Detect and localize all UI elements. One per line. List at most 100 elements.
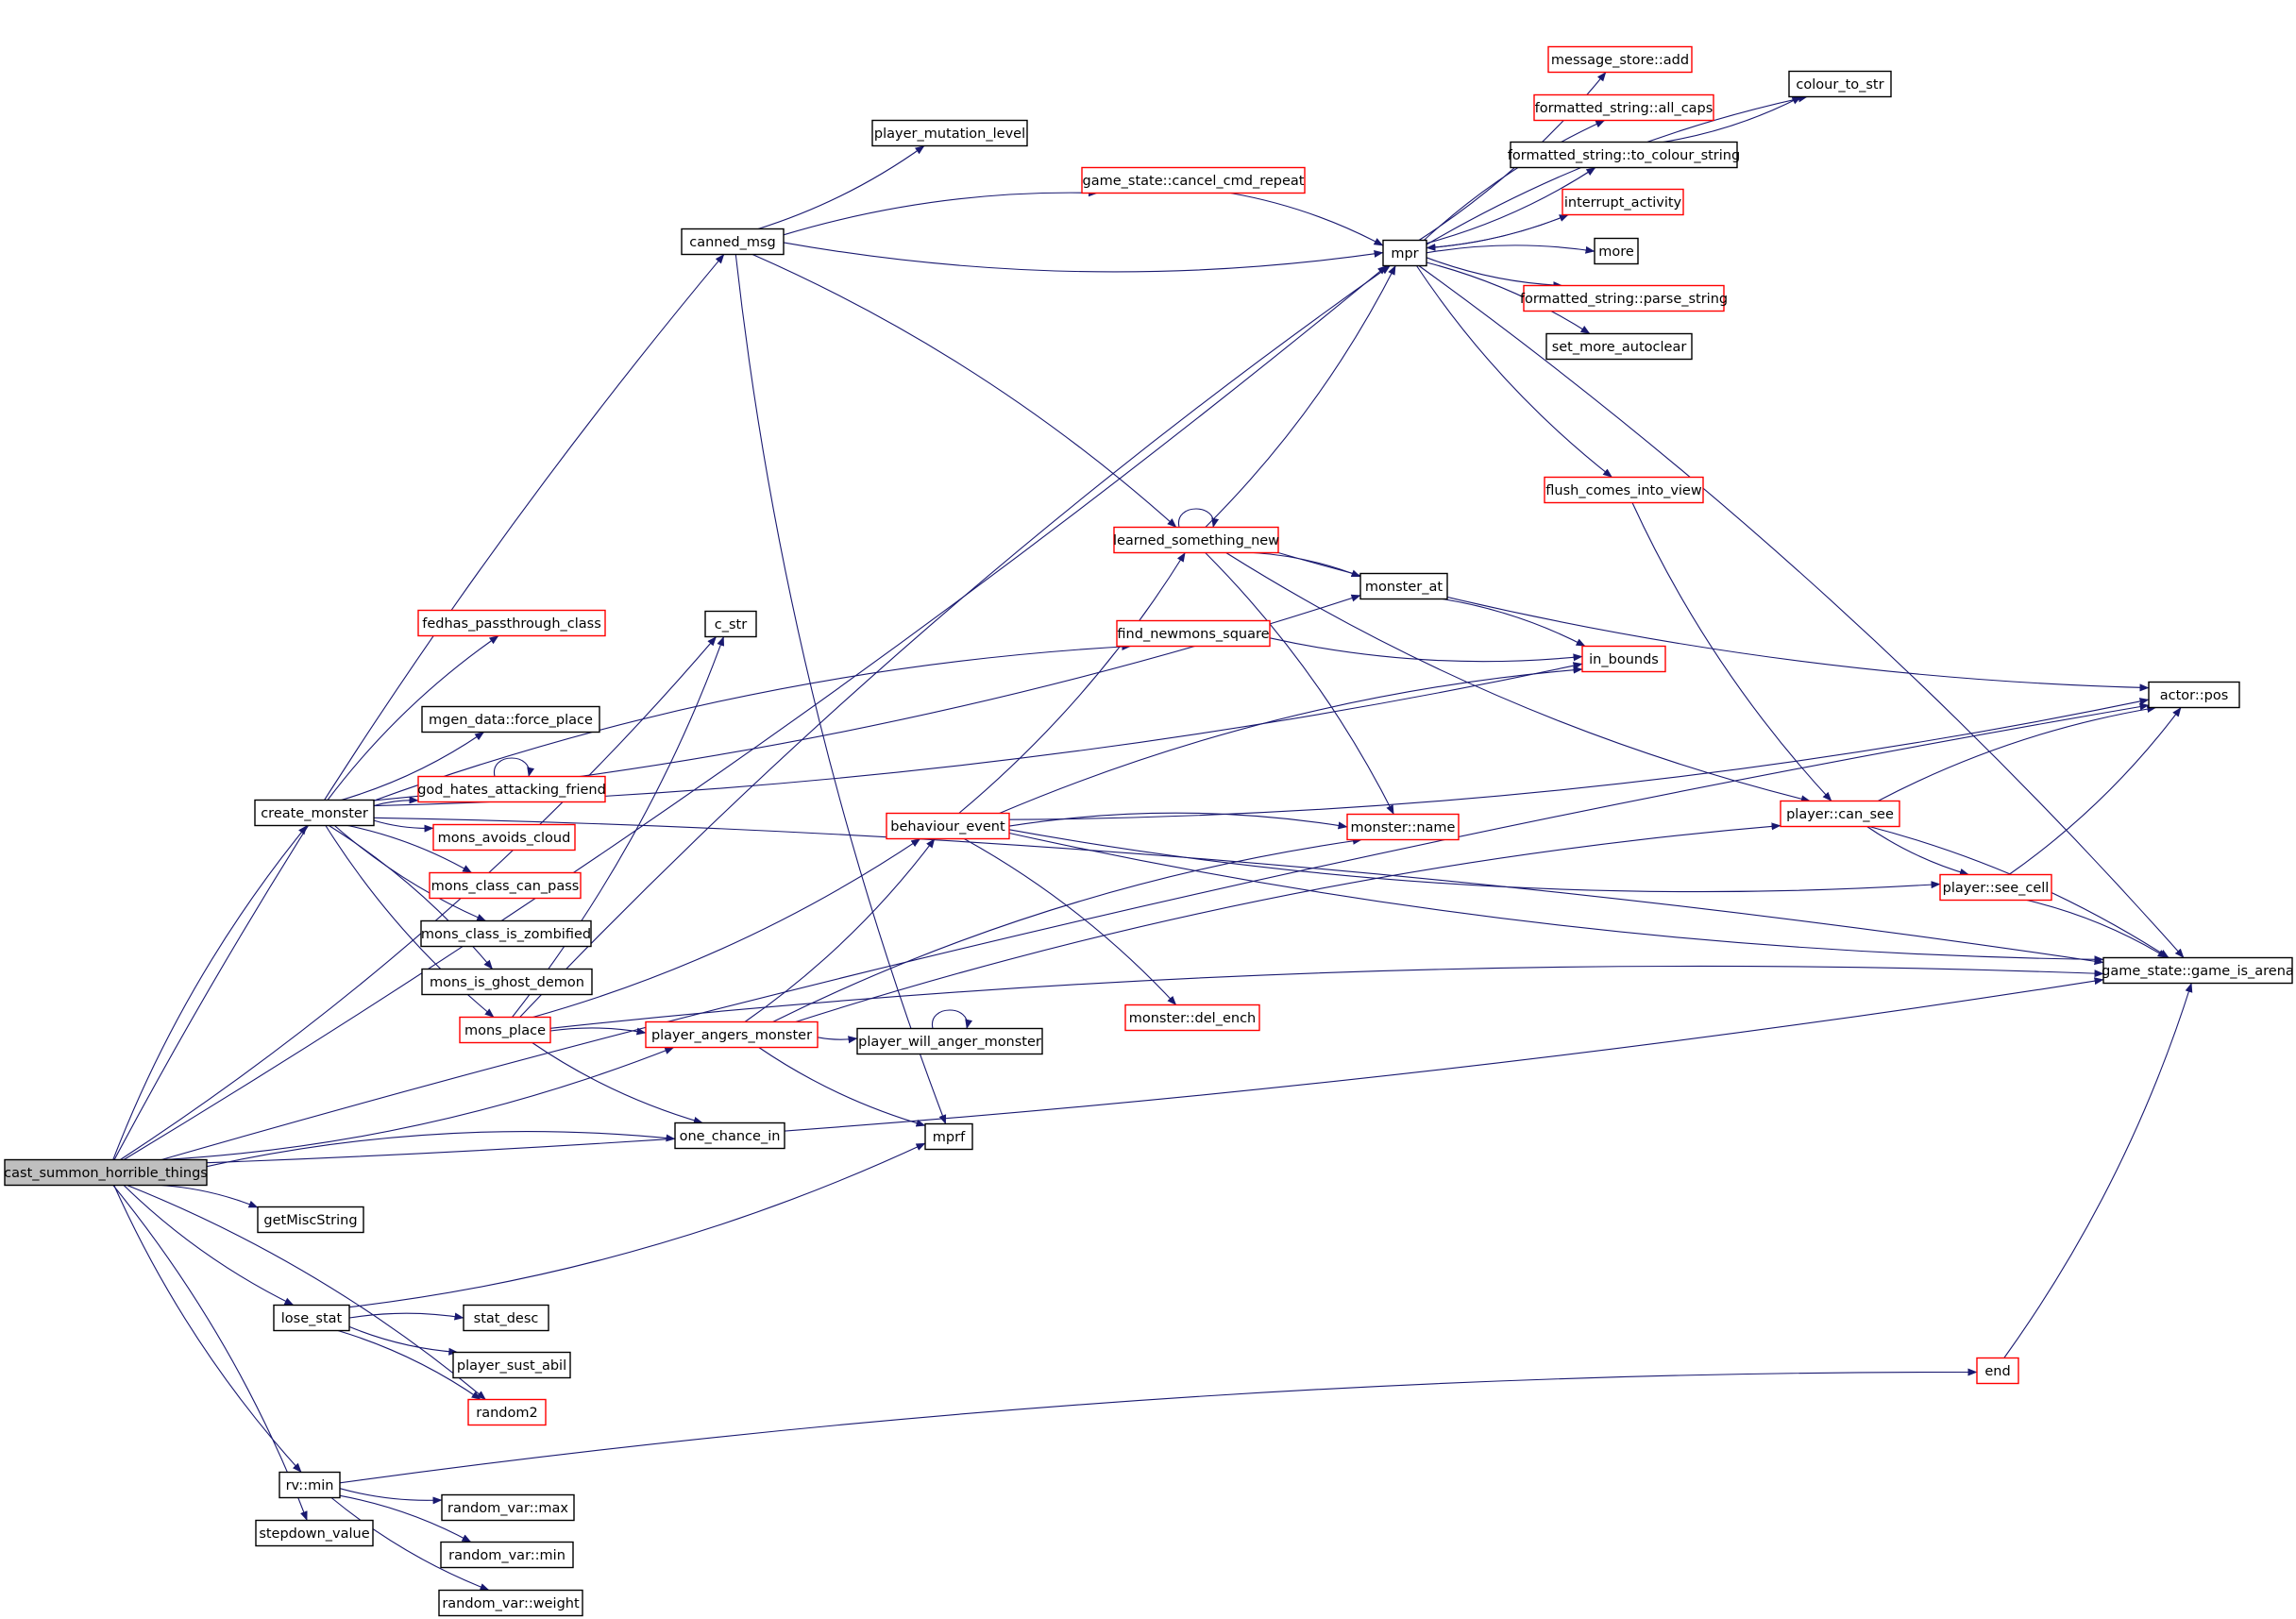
node-create-monster[interactable]: create_monster <box>254 799 375 827</box>
node-lose-stat[interactable]: lose_stat <box>273 1304 350 1332</box>
node-player-see-cell[interactable]: player::see_cell <box>1939 873 2052 902</box>
node-stat-desc[interactable]: stat_desc <box>463 1304 549 1332</box>
node-box[interactable] <box>704 610 757 638</box>
node-player-angers-monster[interactable]: player_angers_monster <box>645 1020 819 1049</box>
node-box[interactable] <box>1581 645 1666 673</box>
node-box[interactable] <box>871 119 1028 147</box>
node-more[interactable]: more <box>1594 237 1639 265</box>
node-box[interactable] <box>1562 188 1684 216</box>
node-mons-is-ghost-demon[interactable]: mons_is_ghost_demon <box>421 968 593 996</box>
node-box[interactable] <box>421 705 600 734</box>
node-find-newmons-square[interactable]: find_newmons_square <box>1116 619 1271 648</box>
node-box[interactable] <box>1359 572 1448 600</box>
node-god-hates-attacking-friend[interactable]: god_hates_attacking_friend <box>417 775 606 803</box>
node-box[interactable] <box>1124 1003 1260 1032</box>
node-learned-something-new[interactable]: learned_something_new <box>1113 526 1279 554</box>
node-player-will-anger-monster[interactable]: player_will_anger_monster <box>856 1027 1043 1055</box>
node-box[interactable] <box>429 871 582 900</box>
node-box[interactable] <box>1116 619 1271 648</box>
node-box[interactable] <box>441 1493 575 1522</box>
node-box[interactable] <box>2102 956 2293 985</box>
node-player-can-see[interactable]: player::can_see <box>1780 800 1900 828</box>
node-monster-at[interactable]: monster_at <box>1359 572 1448 600</box>
node-player-mutation-level[interactable]: player_mutation_level <box>871 119 1028 147</box>
node-box[interactable] <box>421 968 593 996</box>
node-box[interactable] <box>254 799 375 827</box>
node-game-state-cancel-cmd-repeat[interactable]: game_state::cancel_cmd_repeat <box>1081 166 1306 194</box>
node-stepdown-value[interactable]: stepdown_value <box>255 1519 374 1547</box>
node-box[interactable] <box>924 1122 973 1151</box>
node-box[interactable] <box>1976 1357 2019 1385</box>
node-box[interactable] <box>1113 526 1279 554</box>
node-box[interactable] <box>1788 70 1892 98</box>
node-rv-min[interactable]: rv::min <box>279 1471 341 1499</box>
node-getmiscstring[interactable]: getMiscString <box>257 1206 364 1234</box>
node-behaviour-event[interactable]: behaviour_event <box>886 812 1010 840</box>
node-box[interactable] <box>1382 239 1427 267</box>
node-box[interactable] <box>459 1016 551 1044</box>
node-random-var-min[interactable]: random_var::min <box>440 1541 574 1569</box>
node-box[interactable] <box>2148 681 2240 709</box>
node-box[interactable] <box>681 228 785 256</box>
node-box[interactable] <box>279 1471 341 1499</box>
node-mons-class-can-pass[interactable]: mons_class_can_pass <box>429 871 582 900</box>
node-actor-pos[interactable]: actor::pos <box>2148 681 2240 709</box>
node-message-store-add[interactable]: message_store::add <box>1547 45 1693 74</box>
node-game-state-game-is-arena[interactable]: game_state::game_is_arena <box>2102 956 2294 985</box>
node-box[interactable] <box>438 1589 583 1617</box>
node-box[interactable] <box>257 1206 364 1234</box>
node-formatted-string-parse-string[interactable]: formatted_string::parse_string <box>1520 284 1728 312</box>
node-box[interactable] <box>1346 813 1460 841</box>
node-colour-to-str[interactable]: colour_to_str <box>1788 70 1892 98</box>
node-mprf[interactable]: mprf <box>924 1122 973 1151</box>
node-interrupt-activity[interactable]: interrupt_activity <box>1562 188 1684 216</box>
node-monster-name[interactable]: monster::name <box>1346 813 1460 841</box>
node-monster-del-ench[interactable]: monster::del_ench <box>1124 1003 1260 1032</box>
node-canned-msg[interactable]: canned_msg <box>681 228 785 256</box>
node-box[interactable] <box>856 1027 1043 1055</box>
node-random-var-max[interactable]: random_var::max <box>441 1493 575 1522</box>
node-end[interactable]: end <box>1976 1357 2019 1385</box>
node-box[interactable] <box>674 1121 785 1150</box>
node-flush-comes-into-view[interactable]: flush_comes_into_view <box>1544 476 1704 504</box>
node-random-var-weight[interactable]: random_var::weight <box>438 1589 583 1617</box>
node-box[interactable] <box>1523 284 1725 312</box>
node-mons-avoids-cloud[interactable]: mons_avoids_cloud <box>432 823 576 852</box>
node-mgen-data-force-place[interactable]: mgen_data::force_place <box>421 705 600 734</box>
node-box[interactable] <box>1594 237 1639 265</box>
node-box[interactable] <box>463 1304 549 1332</box>
node-box[interactable] <box>417 775 606 803</box>
node-box[interactable] <box>645 1020 819 1049</box>
node-box[interactable] <box>452 1351 571 1379</box>
node-box[interactable] <box>1939 873 2052 902</box>
node-box[interactable] <box>1545 332 1693 361</box>
node-in-bounds[interactable]: in_bounds <box>1581 645 1666 673</box>
node-mpr[interactable]: mpr <box>1382 239 1427 267</box>
node-box[interactable] <box>1510 141 1738 169</box>
node-box[interactable] <box>886 812 1010 840</box>
node-box[interactable] <box>420 919 592 948</box>
node-fedhas-passthrough-class[interactable]: fedhas_passthrough_class <box>417 609 606 637</box>
node-box[interactable] <box>1547 45 1693 74</box>
node-mons-place[interactable]: mons_place <box>459 1016 551 1044</box>
node-cast-summon-horrible-things[interactable]: cast_summon_horrible_things <box>4 1158 208 1187</box>
node-box[interactable] <box>1780 800 1900 828</box>
node-box[interactable] <box>1081 166 1306 194</box>
node-player-sust-abil[interactable]: player_sust_abil <box>452 1351 571 1379</box>
node-formatted-string-all-caps[interactable]: formatted_string::all_caps <box>1533 93 1714 122</box>
node-box[interactable] <box>440 1541 574 1569</box>
node-box[interactable] <box>1533 93 1714 122</box>
node-box[interactable] <box>255 1519 374 1547</box>
node-box[interactable] <box>4 1158 208 1187</box>
node-box[interactable] <box>1544 476 1704 504</box>
node-c-str[interactable]: c_str <box>704 610 757 638</box>
node-box[interactable] <box>467 1398 547 1426</box>
node-box[interactable] <box>432 823 576 852</box>
node-box[interactable] <box>417 609 606 637</box>
node-mons-class-is-zombified[interactable]: mons_class_is_zombified <box>420 919 592 948</box>
node-one-chance-in[interactable]: one_chance_in <box>674 1121 785 1150</box>
node-set-more-autoclear[interactable]: set_more_autoclear <box>1545 332 1693 361</box>
node-box[interactable] <box>273 1304 350 1332</box>
node-random2[interactable]: random2 <box>467 1398 547 1426</box>
node-formatted-string-to-colour-string[interactable]: formatted_string::to_colour_string <box>1508 141 1740 169</box>
